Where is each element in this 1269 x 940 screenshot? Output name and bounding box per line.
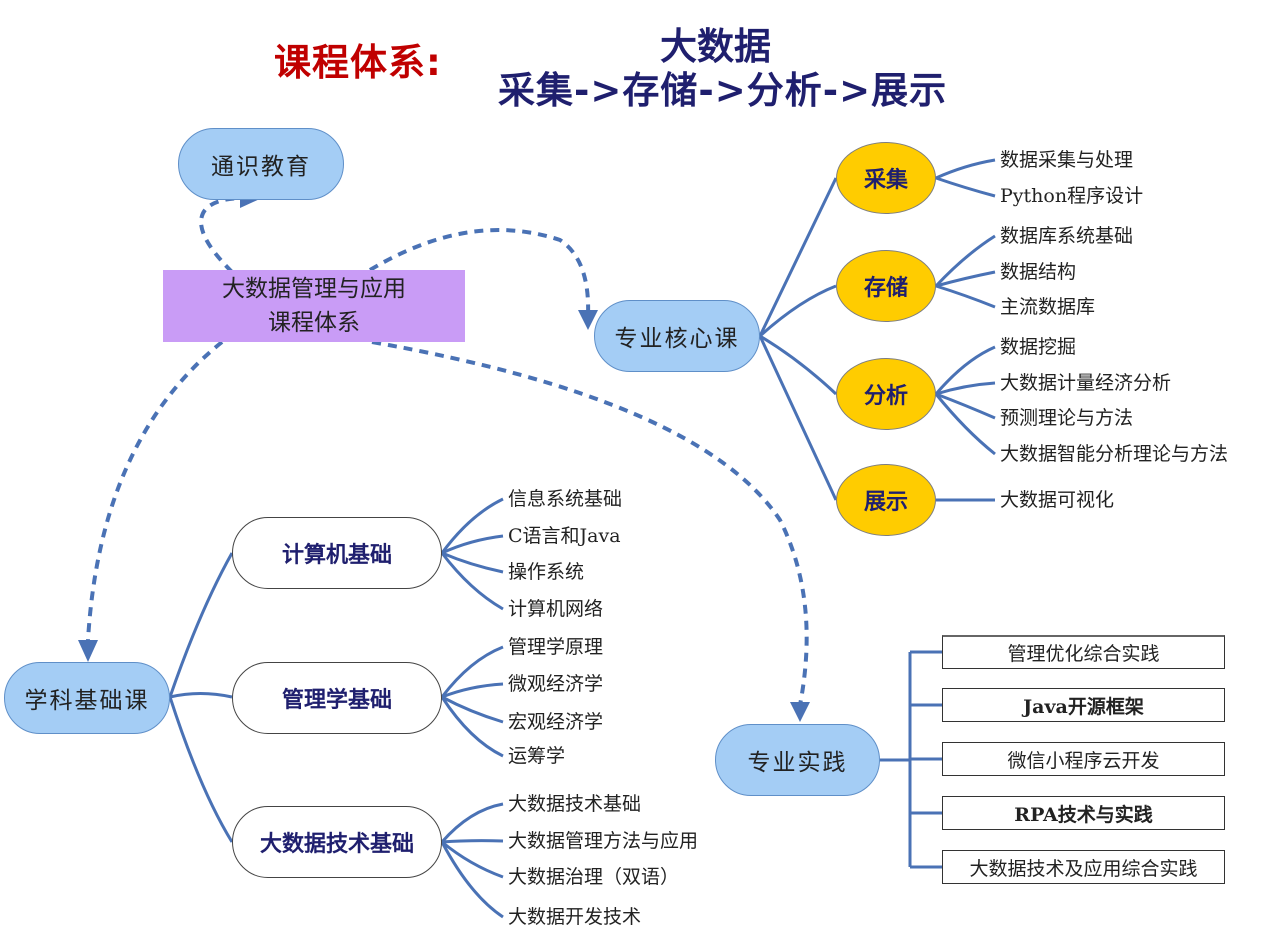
foundation-group-bigdata: 大数据技术基础 [232,806,442,878]
core-leaf: 大数据计量经济分析 [1000,372,1172,394]
foundation-leaf: 操作系统 [508,561,585,583]
foundation-leaf: 大数据开发技术 [508,906,642,928]
foundation-leaf: 运筹学 [508,745,566,767]
foundation-leaf: 信息系统基础 [508,488,623,510]
core-leaf: 大数据可视化 [1000,489,1115,511]
foundation-leaf: C语言和Java [508,525,621,547]
center-box: 大数据管理与应用 课程体系 [163,270,465,342]
core-leaf: 数据结构 [1000,261,1077,283]
foundation-group-management: 管理学基础 [232,662,442,734]
core-course-node: 专业核心课 [594,300,760,372]
practice-item: RPA技术与实践 [942,796,1225,830]
core-leaf: 数据库系统基础 [1000,225,1134,247]
core-group-display: 展示 [836,464,936,536]
practice-item: 大数据技术及应用综合实践 [942,850,1225,884]
center-line2: 课程体系 [268,310,360,336]
core-leaf: 主流数据库 [1000,296,1096,318]
foundation-leaf: 微观经济学 [508,673,604,695]
foundation-leaf: 计算机网络 [508,598,604,620]
core-leaf: 数据挖掘 [1000,336,1077,358]
practice-node: 专业实践 [715,724,880,796]
title-line2: 采集->存储->分析->展示 [498,69,948,112]
foundation-group-computer: 计算机基础 [232,517,442,589]
core-group-collect: 采集 [836,142,936,214]
foundation-leaf: 宏观经济学 [508,711,604,733]
foundation-leaf: 大数据治理（双语） [508,866,680,888]
core-leaf: 预测理论与方法 [1000,407,1134,429]
general-education-node: 通识教育 [178,128,344,200]
tree-branches [168,158,996,919]
practice-item: 管理优化综合实践 [942,635,1225,669]
core-group-analyze: 分析 [836,358,936,430]
center-line1: 大数据管理与应用 [222,276,406,302]
foundation-leaf: 管理学原理 [508,636,604,658]
foundation-course-node: 学科基础课 [4,662,170,734]
arrow-heads [78,188,810,722]
core-leaf: 数据采集与处理 [1000,149,1134,171]
title-label: 课程体系: [274,41,442,84]
foundation-leaf: 大数据管理方法与应用 [508,830,699,852]
core-leaf: Python程序设计 [1000,185,1144,207]
title-line1: 大数据 [660,25,771,68]
core-group-store: 存储 [836,250,936,322]
practice-item: 微信小程序云开发 [942,742,1225,776]
practice-item: Java开源框架 [942,688,1225,722]
foundation-leaf: 大数据技术基础 [508,793,642,815]
core-leaf: 大数据智能分析理论与方法 [1000,443,1229,465]
